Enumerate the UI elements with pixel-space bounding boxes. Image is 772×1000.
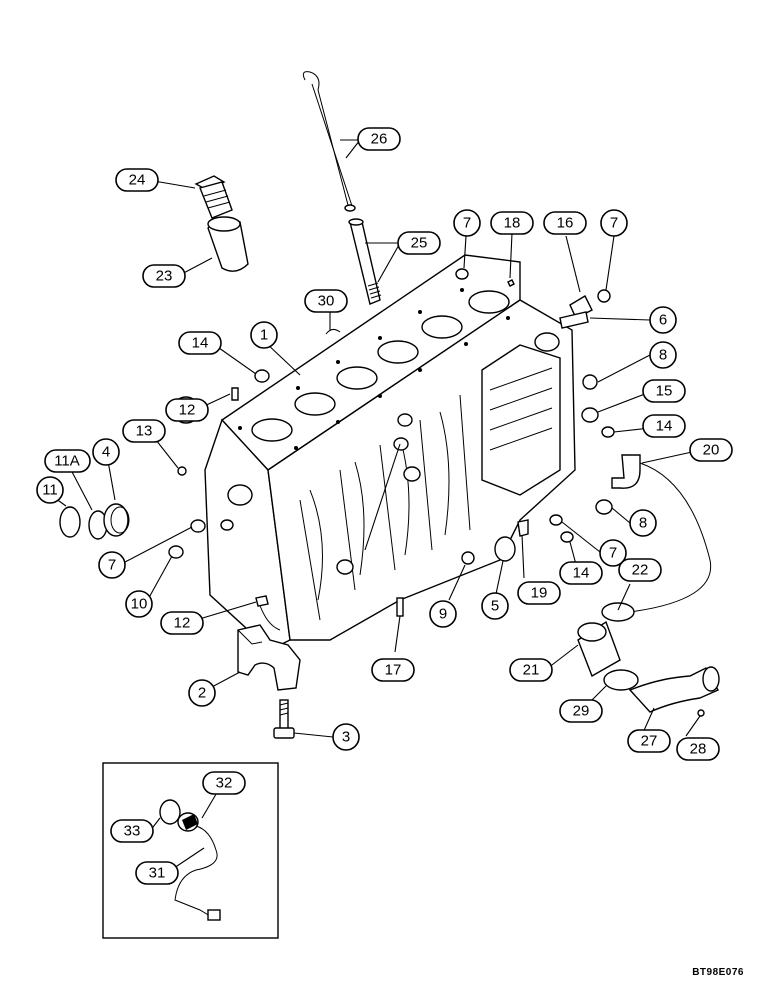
svg-text:16: 16 bbox=[557, 215, 574, 232]
callout-7-lower-right: 7 bbox=[599, 539, 627, 567]
callout-9: 9 bbox=[429, 600, 457, 628]
cap-bolt-part bbox=[273, 699, 295, 739]
svg-text:7: 7 bbox=[609, 545, 617, 562]
callout-8-top: 8 bbox=[649, 341, 677, 369]
dipstick-tube-part bbox=[348, 218, 382, 305]
svg-text:1: 1 bbox=[260, 327, 268, 344]
svg-text:31: 31 bbox=[149, 865, 166, 882]
svg-text:6: 6 bbox=[659, 312, 667, 329]
callout-15: 15 bbox=[642, 379, 686, 403]
callout-24: 24 bbox=[115, 168, 159, 192]
callout-1: 1 bbox=[250, 321, 278, 349]
callout-7-left: 7 bbox=[98, 551, 126, 579]
svg-text:18: 18 bbox=[504, 215, 521, 232]
svg-text:30: 30 bbox=[318, 293, 335, 310]
breather-cap-part bbox=[194, 175, 233, 219]
svg-text:12: 12 bbox=[179, 402, 196, 419]
callout-22: 22 bbox=[618, 558, 662, 582]
svg-text:27: 27 bbox=[641, 733, 658, 750]
svg-text:29: 29 bbox=[573, 703, 590, 720]
svg-text:12: 12 bbox=[174, 615, 191, 632]
callout-12-lower: 12 bbox=[160, 611, 204, 635]
callout-14-lower: 14 bbox=[559, 561, 603, 585]
svg-text:32: 32 bbox=[216, 775, 233, 792]
callout-26: 26 bbox=[357, 127, 401, 151]
sensor-inset bbox=[102, 762, 279, 939]
front-seal-parts bbox=[59, 503, 130, 540]
callout-4: 4 bbox=[92, 438, 120, 466]
svg-text:14: 14 bbox=[656, 418, 673, 435]
callout-10: 10 bbox=[125, 590, 153, 618]
callout-5: 5 bbox=[481, 592, 509, 620]
callout-30: 30 bbox=[304, 289, 348, 313]
callout-33: 33 bbox=[110, 819, 154, 843]
callout-14-top: 14 bbox=[178, 331, 222, 355]
svg-text:11: 11 bbox=[42, 482, 58, 499]
callout-11: 11 bbox=[36, 476, 64, 504]
svg-text:14: 14 bbox=[192, 335, 209, 352]
hose-and-clamp-parts bbox=[577, 602, 720, 717]
callout-18: 18 bbox=[490, 211, 534, 235]
svg-text:10: 10 bbox=[131, 596, 148, 613]
callout-25: 25 bbox=[397, 231, 441, 255]
svg-text:25: 25 bbox=[411, 235, 428, 252]
callout-7-right: 7 bbox=[600, 209, 628, 237]
svg-text:8: 8 bbox=[639, 515, 647, 532]
svg-text:7: 7 bbox=[610, 215, 618, 232]
svg-text:22: 22 bbox=[632, 562, 649, 579]
svg-text:14: 14 bbox=[573, 565, 590, 582]
callout-8-lower: 8 bbox=[629, 509, 657, 537]
svg-text:23: 23 bbox=[156, 268, 173, 285]
callout-31: 31 bbox=[135, 861, 179, 885]
callout-20: 20 bbox=[689, 438, 733, 462]
callout-7-top: 7 bbox=[453, 209, 481, 237]
callout-12-upper: 12 bbox=[165, 396, 209, 424]
callout-23: 23 bbox=[142, 264, 186, 288]
svg-text:11A: 11A bbox=[54, 453, 80, 470]
callout-32: 32 bbox=[202, 771, 246, 795]
dipstick-part bbox=[302, 71, 356, 212]
svg-text:15: 15 bbox=[656, 383, 673, 400]
plug-parts bbox=[168, 268, 615, 617]
coolant-elbow-part bbox=[611, 454, 712, 613]
svg-text:5: 5 bbox=[491, 598, 499, 615]
svg-text:17: 17 bbox=[385, 662, 402, 679]
bearing-cap-part bbox=[237, 624, 301, 691]
svg-text:20: 20 bbox=[703, 442, 720, 459]
svg-text:19: 19 bbox=[531, 585, 548, 602]
callout-19: 19 bbox=[517, 581, 561, 605]
svg-text:4: 4 bbox=[102, 444, 110, 461]
breather-body-part bbox=[207, 216, 249, 272]
svg-text:13: 13 bbox=[136, 423, 153, 440]
svg-text:3: 3 bbox=[342, 729, 350, 746]
callout-29: 29 bbox=[559, 699, 603, 723]
figure-reference-code: BT98E076 bbox=[692, 967, 744, 978]
callout-21: 21 bbox=[509, 658, 553, 682]
callout-16: 16 bbox=[543, 211, 587, 235]
svg-text:8: 8 bbox=[659, 347, 667, 364]
callout-17: 17 bbox=[371, 658, 415, 682]
svg-text:2: 2 bbox=[198, 685, 206, 702]
callout-11a: 11A bbox=[44, 449, 91, 473]
callout-6: 6 bbox=[649, 306, 677, 334]
callout-14-right: 14 bbox=[642, 414, 686, 438]
svg-text:28: 28 bbox=[690, 741, 707, 758]
callout-27: 27 bbox=[627, 729, 671, 753]
svg-text:9: 9 bbox=[439, 606, 447, 623]
svg-text:26: 26 bbox=[371, 131, 388, 148]
svg-text:7: 7 bbox=[108, 557, 116, 574]
svg-text:21: 21 bbox=[523, 662, 540, 679]
svg-text:24: 24 bbox=[129, 172, 146, 189]
callout-28: 28 bbox=[676, 737, 720, 761]
svg-text:33: 33 bbox=[124, 823, 141, 840]
callout-3: 3 bbox=[332, 723, 360, 751]
svg-text:7: 7 bbox=[463, 215, 471, 232]
callout-2: 2 bbox=[188, 679, 216, 707]
callout-13: 13 bbox=[122, 419, 166, 443]
